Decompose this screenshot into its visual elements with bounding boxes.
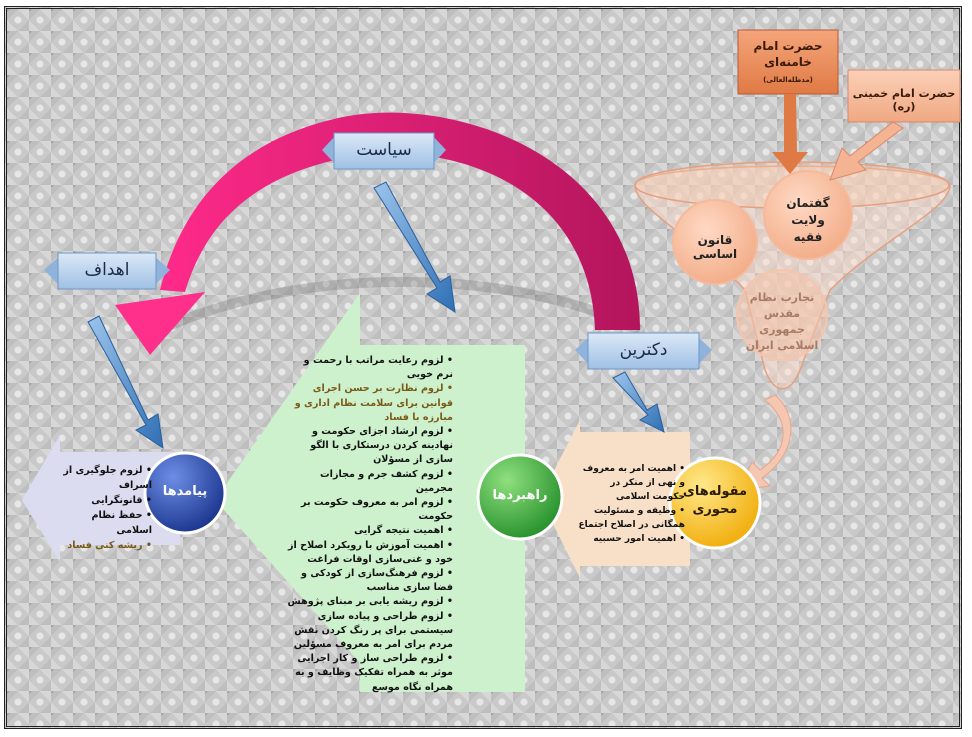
payamadha-item: لزوم جلوگیری از اسراف — [55, 463, 152, 493]
payamadha-title: پیامدها — [162, 484, 208, 499]
rahbordha-item: لزوم طراحی و پیاده سازی سیستمی برای پر ر… — [285, 610, 453, 653]
ghanoon-label: قانون اساسی — [692, 233, 738, 261]
payamadha-item: ریشه کنی فساد — [55, 538, 152, 553]
rahbordha-item: لزوم امر به معروف حکومت بر حکومت — [285, 496, 453, 524]
tajarob-circle — [736, 269, 828, 361]
rahbordha-item: لزوم طراحی ساز و کار اجرایی موثر به همرا… — [285, 652, 453, 695]
rahbordha-list: لزوم رعایت مراتب با رحمت و نرم خوییلزوم … — [285, 354, 453, 695]
rahbordha-item: لزوم فرهنگ‌سازی از کودکی و فضا سازی مناس… — [285, 567, 453, 595]
velayat-label: گفتمان ولایت فقیه — [786, 196, 830, 244]
maghoolehha-list: اهمیت امر به معروف و نهی از منکر در حکوم… — [575, 462, 685, 546]
khomeini-label: حضرت امام خمینی (ره) — [852, 87, 956, 113]
payamadha-item: حفظ نظام اسلامی — [55, 508, 153, 538]
rahbordha-item: لزوم رعایت مراتب با رحمت و نرم خویی — [285, 354, 453, 382]
maghoolehha-item: اهمیت امور حسبیه — [575, 532, 685, 546]
rahbordha-item: لزوم نظارت بر حسن اجرای قوانین برای سلام… — [285, 382, 453, 425]
doctrine-label: دکترین — [619, 340, 668, 360]
khomeini-box — [847, 69, 961, 123]
velayat-circle — [763, 170, 853, 260]
magenta-curved-arrow — [160, 112, 640, 330]
rahbordha-item: اهمیت آموزش با رویکرد اصلاح از خود و غنی… — [285, 539, 453, 567]
ahdaf-label: اهداف — [84, 260, 130, 280]
rahbordha-item: اهمیت نتیجه گرایی — [285, 524, 453, 538]
shadow-arc — [147, 276, 643, 340]
rahbordha-circle — [476, 453, 564, 541]
doctrine-blue-arrow — [612, 371, 665, 433]
rahbordha-item: لزوم کشف جرم و مجازات مجرمین — [285, 468, 453, 496]
rahbordha-item: لزوم ریشه یابی بر مبنای پژوهش — [285, 595, 453, 609]
funnel-output-arrow — [739, 394, 792, 491]
siasat-blue-arrow — [373, 181, 456, 314]
magenta-arrow-head — [115, 292, 205, 355]
siasat-label: سیاست — [356, 140, 412, 160]
maghoolehha-title: مقوله‌های محوری — [682, 484, 748, 517]
rahbordha-item: لزوم ارشاد اجزای حکومت و نهادینه کردن در… — [285, 425, 453, 468]
ahdaf-ribbon — [44, 252, 170, 290]
payamadha-item: قانونگرایی — [55, 493, 152, 508]
ghanoon-circle — [672, 199, 758, 285]
ahdaf-blue-arrow — [87, 315, 164, 450]
khomeini-arrow — [829, 121, 904, 181]
maghoolehha-item: وظیفه و مسئولیت همگانی در اصلاح اجتماع — [575, 504, 685, 532]
payamadha-list: لزوم جلوگیری از اسرافقانونگراییحفظ نظام … — [55, 463, 152, 553]
tajarob-label: تجارب نظام مقدس جمهوری اسلامی ایران — [745, 291, 819, 352]
khamenei-arrow — [772, 94, 808, 174]
khamenei-label: حضرت امام خامنه‌ای (مدظله‌العالی) — [753, 39, 823, 84]
doctrine-ribbon — [575, 332, 712, 370]
maghoolehha-item: اهمیت امر به معروف و نهی از منکر در حکوم… — [575, 462, 685, 504]
rahbordha-title: راهبردها — [492, 488, 548, 503]
siasat-ribbon — [322, 132, 446, 170]
